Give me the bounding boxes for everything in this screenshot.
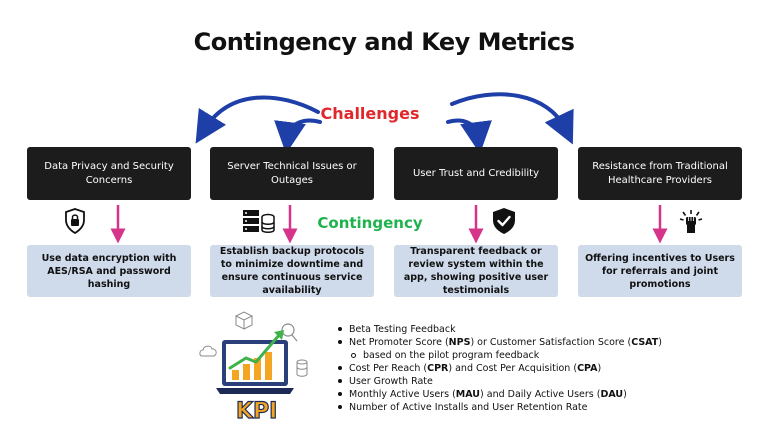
challenge-box-data-privacy: Data Privacy and Security Concerns xyxy=(27,147,191,200)
kpi-item-mau-dau: Monthly Active Users (MAU) and Daily Act… xyxy=(336,388,756,401)
challenge-box-server-issues: Server Technical Issues or Outages xyxy=(210,147,374,200)
kpi-item-cpr-cpa: Cost Per Reach (CPR) and Cost Per Acquis… xyxy=(336,362,756,375)
magnifier-icon xyxy=(281,323,298,342)
challenge-box-resistance: Resistance from Traditional Healthcare P… xyxy=(578,147,742,200)
fist-power-icon xyxy=(679,210,703,233)
solution-box-encryption: Use data encryption with AES/RSA and pas… xyxy=(27,245,191,297)
cloud-icon xyxy=(199,345,217,357)
arrow-curve-right-outer xyxy=(450,92,574,145)
kpi-item-nps-csat: Net Promoter Score (NPS) or Customer Sat… xyxy=(336,336,756,349)
lock-shield-icon xyxy=(65,208,85,234)
database-icon xyxy=(296,359,308,377)
kpi-item-beta-testing: Beta Testing Feedback xyxy=(336,323,756,336)
kpi-subitem-pilot-feedback: based on the pilot program feedback xyxy=(336,349,756,362)
solution-box-backup: Establish backup protocols to minimize d… xyxy=(210,245,374,297)
kpi-bar-4 xyxy=(265,352,272,380)
laptop-base xyxy=(216,388,294,394)
kpi-item-installs-retention: Number of Active Installs and User Reten… xyxy=(336,401,756,414)
page-title: Contingency and Key Metrics xyxy=(193,28,575,56)
kpi-list: Beta Testing Feedback Net Promoter Score… xyxy=(336,323,756,414)
kpi-illustration: KPI xyxy=(199,311,308,422)
arrow-curve-left-outer xyxy=(195,95,320,144)
kpi-bar-2 xyxy=(243,364,250,380)
contingency-label: Contingency xyxy=(317,214,423,232)
cube-icon xyxy=(234,311,254,330)
kpi-badge-text: KPI xyxy=(236,399,277,422)
challenge-box-user-trust: User Trust and Credibility xyxy=(394,147,558,200)
verified-shield-icon xyxy=(493,208,515,234)
solution-box-feedback: Transparent feedback or review system wi… xyxy=(394,245,558,297)
solution-box-incentives: Offering incentives to Users for referra… xyxy=(578,245,742,297)
kpi-bar-1 xyxy=(232,370,239,380)
kpi-bar-3 xyxy=(254,358,261,380)
arrow-curve-left-inner xyxy=(274,118,322,154)
trend-arrow xyxy=(228,332,282,370)
challenges-label: Challenges xyxy=(320,104,420,123)
server-database-icon xyxy=(243,210,275,233)
arrow-curve-right-inner xyxy=(446,118,492,154)
kpi-item-user-growth: User Growth Rate xyxy=(336,375,756,388)
